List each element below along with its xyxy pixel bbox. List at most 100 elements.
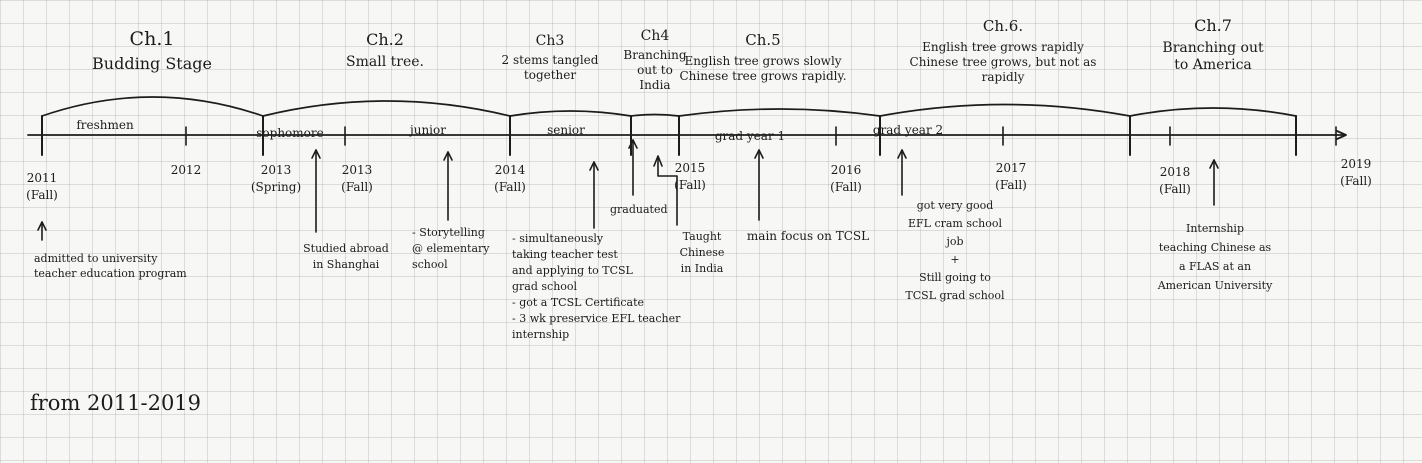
chapter-arc	[41, 96, 264, 117]
year-mark-2014-line: 2014	[495, 163, 526, 177]
year-mark-2019: 2019 (Fall)	[1340, 157, 1372, 188]
event-flas-line: Internship	[1186, 222, 1244, 235]
event-arrow-efl-head	[897, 149, 907, 159]
year-mark-2012-line: 2012	[171, 163, 202, 177]
timeline-lines	[27, 96, 1347, 241]
event-efl-job-line: EFL cram school	[908, 217, 1003, 230]
event-senior-tasks-line: internship	[512, 328, 569, 341]
year-mark-2016-line: (Fall)	[830, 180, 862, 194]
event-arrow-senior-head	[589, 161, 599, 171]
chapter-title-ch1: Budding Stage	[92, 54, 212, 73]
event-graduated-line: graduated	[610, 203, 668, 216]
event-arrow-storytelling-head	[443, 151, 453, 161]
event-efl-job-line: +	[950, 253, 959, 266]
event-admitted: admitted to university teacher education …	[34, 252, 187, 280]
event-efl-job-line: got very good	[917, 199, 994, 212]
chapter-arc	[879, 103, 1131, 117]
year-mark-2013-spring-line: (Spring)	[251, 180, 301, 194]
event-senior-tasks-line: - got a TCSL Certificate	[512, 296, 644, 309]
event-senior-tasks-line: - simultaneously	[512, 232, 604, 245]
event-taught-india-line: Taught	[683, 230, 722, 243]
year-mark-2013-spring-line: 2013	[261, 163, 292, 177]
chapter-arc	[509, 110, 632, 117]
year-mark-2015-line: 2015	[675, 161, 706, 175]
chapter-arc	[1129, 107, 1297, 117]
event-senior-tasks-line: - 3 wk preservice EFL teacher	[512, 312, 681, 325]
school-year-label: grad year 2	[873, 123, 943, 137]
event-flas-line: teaching Chinese as	[1159, 241, 1272, 254]
chapter-title-ch7-line: to America	[1174, 57, 1252, 73]
event-taught-india-line: in India	[681, 262, 724, 275]
year-mark-2018-line: 2018	[1160, 165, 1191, 179]
chapter-title-ch6-line: English tree grows rapidly	[922, 40, 1084, 54]
year-mark-2016: 2016 (Fall)	[830, 163, 862, 194]
chapter-label-ch6: Ch.6.	[983, 17, 1023, 35]
event-storytelling-line: @ elementary	[412, 242, 490, 255]
chapter-label-ch1: Ch.1	[130, 28, 175, 50]
event-flas-line: a FLAS at an	[1179, 260, 1251, 273]
year-mark-2013-fall: 2013 (Fall)	[341, 163, 373, 194]
year-mark-2018-line: (Fall)	[1159, 182, 1191, 196]
year-mark-2013-spring: 2013 (Spring)	[251, 163, 301, 194]
year-mark-2012: 2012	[171, 163, 202, 177]
event-arrow-tcsl-head	[754, 149, 764, 159]
chapter-label-ch2: Ch.2	[366, 30, 404, 49]
chapter-arc	[262, 100, 511, 117]
chapter-title-ch4-line: India	[639, 78, 670, 92]
year-mark-2018: 2018 (Fall)	[1159, 165, 1191, 196]
event-admitted-line: teacher education program	[34, 267, 187, 280]
timeline-axis-arrow-head	[1336, 130, 1347, 140]
event-storytelling-line: - Storytelling	[412, 226, 485, 239]
event-senior-tasks-line: taking teacher test	[512, 248, 618, 261]
year-mark-2019-line: (Fall)	[1340, 174, 1372, 188]
school-year-label: junior	[408, 123, 446, 137]
chapter-label-ch7: Ch.7	[1194, 16, 1232, 35]
year-mark-2014: 2014(Fall)	[494, 163, 526, 194]
event-flas-line: American University	[1157, 279, 1273, 292]
year-mark-2015-line: (Fall)	[674, 178, 706, 192]
year-mark-2011: 2011(Fall)	[26, 171, 58, 202]
year-mark-2017: 2017(Fall)	[995, 161, 1027, 192]
year-mark-2017-line: (Fall)	[995, 178, 1027, 192]
event-abroad-line: Studied abroad	[303, 242, 389, 255]
chapter-title-ch3-line: 2 stems tangled	[502, 53, 599, 67]
event-senior-tasks-line: and applying to TCSL	[512, 264, 634, 277]
chapter-label-ch3: Ch3	[536, 33, 565, 49]
chapter-title-ch3-line: together	[524, 68, 576, 82]
chapter-title-ch7-line: Branching out	[1162, 40, 1264, 56]
event-efl-job-line: Still going to	[919, 271, 991, 284]
year-mark-2013-fall-line: (Fall)	[341, 180, 373, 194]
chapter-arc	[630, 113, 680, 117]
school-year-label: sophomore	[256, 126, 323, 140]
chapter-title-ch4-line: out to	[637, 63, 673, 77]
event-arrow-admitted-head	[37, 221, 47, 231]
event-tcsl-focus: main focus on TCSL	[747, 229, 869, 243]
year-mark-2019-line: 2019	[1341, 157, 1372, 171]
school-year-label: senior	[547, 123, 585, 137]
event-senior-tasks: - simultaneously taking teacher test and a…	[512, 232, 681, 341]
chapter-title-ch6-line: rapidly	[982, 70, 1025, 84]
event-graduated: graduated	[610, 203, 668, 216]
chapter-title-ch5-line: English tree grows slowly	[684, 54, 841, 68]
footer-note: from 2011-2019	[30, 391, 201, 415]
event-admitted-line: admitted to university	[34, 252, 158, 265]
event-flas: Internship teaching Chinese as a FLAS at a…	[1157, 222, 1273, 292]
school-year-label: grad year 1	[715, 129, 785, 143]
chapter-label-ch5: Ch.5	[745, 31, 780, 49]
year-mark-2011-line: 2011	[27, 171, 58, 185]
chapter-title-ch5-line: Chinese tree grows rapidly.	[679, 69, 846, 83]
year-mark-2016-line: 2016	[831, 163, 862, 177]
chapter-title-ch4-line: Branching	[623, 48, 686, 62]
event-efl-job-line: job	[944, 235, 963, 248]
event-taught-india-line: Chinese	[680, 246, 725, 259]
year-mark-2015: 2015 (Fall)	[674, 161, 706, 192]
event-storytelling-line: school	[412, 258, 448, 271]
year-mark-2013-fall-line: 2013	[342, 163, 373, 177]
